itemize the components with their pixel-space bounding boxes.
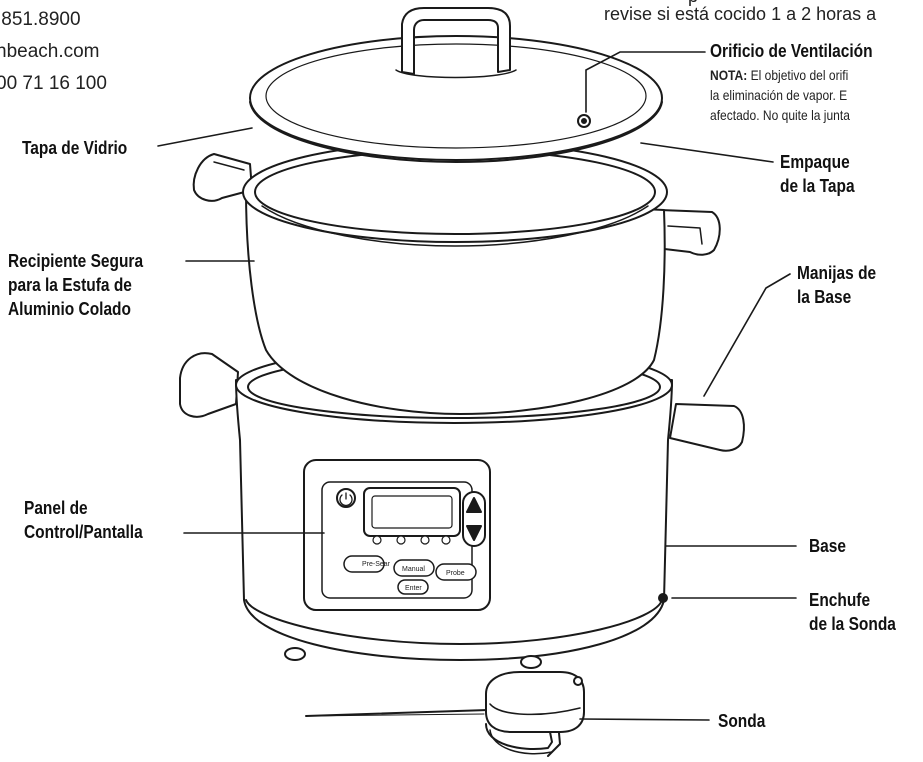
pot-label-2: para la Estufa de [8, 275, 132, 295]
svg-text:Probe: Probe [446, 570, 465, 577]
svg-text:Enter: Enter [405, 585, 422, 592]
vent-note-label: NOTA: [710, 67, 748, 83]
pot-label-1: Recipiente Segura [8, 251, 144, 271]
contact-phone: .851.8900 [0, 9, 81, 30]
base-handle-left [179, 352, 239, 418]
lid-gasket-label-1: Empaque [780, 152, 850, 172]
vent-note-line-1: NOTA: El objetivo del orifi [710, 66, 848, 84]
vent-note-text-1: El objetivo del orifi [750, 67, 849, 83]
base-handle-right [669, 403, 745, 452]
pot-handle-left [192, 153, 253, 202]
svg-text:Pre-Sear: Pre-Sear [362, 561, 391, 568]
base-handles-label-2: la Base [797, 287, 852, 307]
leader-vent [585, 51, 706, 113]
probe-jack [658, 593, 668, 603]
up-down-buttons [462, 491, 486, 547]
top-text-fragment: p [688, 0, 698, 8]
svg-text:Manual: Manual [402, 566, 425, 573]
leader-lid-gasket [640, 142, 774, 163]
leader-glass-lid [157, 127, 253, 147]
cast-aluminum-pot [192, 141, 721, 415]
pot-handle-right [655, 209, 721, 256]
control-panel-label-2: Control/Pantalla [24, 522, 143, 542]
glass-lid-label: Tapa de Vidrio [22, 138, 128, 158]
control-panel-markings: Pre-Sear Manual Probe Enter [362, 561, 465, 592]
base-handles-label-1: Manijas de [797, 263, 877, 283]
leader-probe [579, 718, 710, 721]
vent-note-line-3: afectado. No quite la junta [710, 107, 850, 123]
probe-jack-label-1: Enchufe [809, 590, 871, 610]
contact-phone-2: 00 71 16 100 [0, 73, 107, 94]
lid-gasket-label-2: de la Tapa [780, 176, 855, 196]
contact-website: nbeach.com [0, 41, 100, 62]
control-panel [303, 459, 491, 611]
glass-lid [249, 7, 663, 163]
control-panel-label-1: Panel de [24, 498, 88, 518]
vent-note-line-2: la eliminación de vapor. E [710, 87, 848, 103]
top-text-line: revise si está cocido 1 a 2 horas a [604, 4, 877, 24]
probe-jack-label-2: de la Sonda [809, 614, 896, 634]
base-label: Base [809, 536, 847, 556]
probe-label: Sonda [718, 711, 766, 731]
vent-hole-label: Orificio de Ventilación [710, 41, 873, 61]
lid-handle [401, 7, 511, 75]
pot-label-3: Aluminio Colado [8, 299, 131, 319]
temperature-probe [305, 671, 585, 757]
leader-base-handles [703, 273, 791, 397]
